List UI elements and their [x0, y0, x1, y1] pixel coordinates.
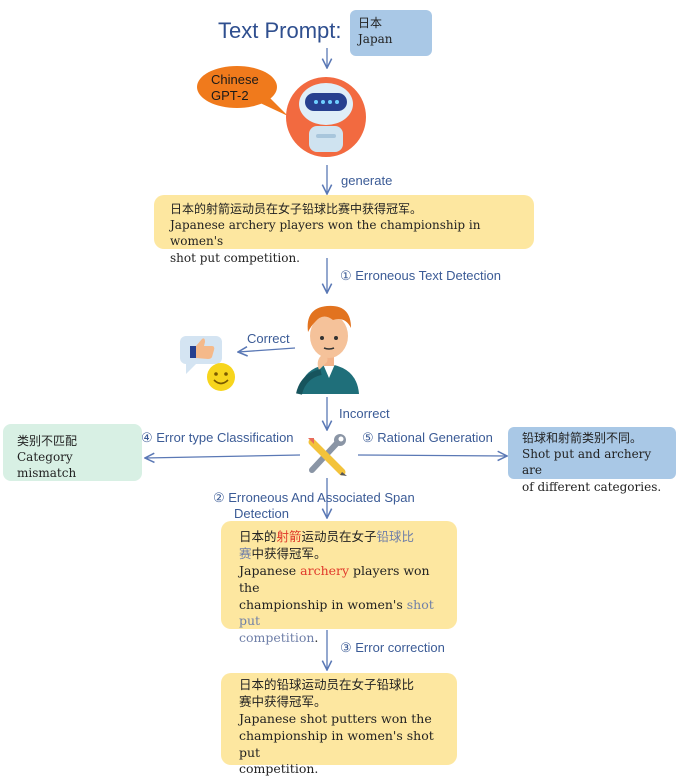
correct-label: Correct: [247, 331, 290, 346]
span-en-a: Japanese: [239, 562, 301, 578]
robot-icon: [286, 77, 366, 157]
prompt-en: Japan: [358, 32, 393, 47]
span-zh-associated-2: 赛: [239, 545, 252, 561]
step2-label: ② Erroneous And Associated Span Detectio…: [213, 490, 415, 521]
span-zh-error: 射箭: [276, 529, 302, 544]
span-zh-line2: 赛中获得冠军。: [239, 546, 439, 563]
rationale-zh: 铅球和射箭类别不同。: [522, 431, 643, 445]
span-detection-box: 日本的射箭运动员在女子铅球比 赛中获得冠军。 Japanese archery …: [221, 521, 457, 645]
step2-line1: ② Erroneous And Associated Span: [213, 490, 415, 505]
text-prompt-title: Text Prompt:: [218, 18, 342, 43]
prompt-box: 日本 Japan: [350, 10, 432, 56]
span-en-error: archery: [300, 562, 350, 578]
step3-label: ③ Error correction: [340, 640, 445, 655]
classification-zh: 类别不匹配: [17, 434, 78, 448]
incorrect-label: Incorrect: [339, 406, 390, 421]
bubble-line2: GPT-2: [211, 87, 249, 103]
bubble-line1: Chinese: [211, 72, 259, 87]
prompt-zh: 日本: [358, 16, 383, 30]
span-zh-b: 运动员在女子: [301, 529, 377, 544]
arrow-classification: [145, 455, 301, 458]
arrow-rationale: [357, 455, 507, 456]
step5-label: ⑤ Rational Generation: [362, 430, 493, 445]
rationale-box: 铅球和射箭类别不同。 Shot put and archery are of d…: [508, 427, 676, 494]
span-zh-c: 中获得冠军。: [251, 545, 327, 561]
tools-icon: [308, 434, 347, 476]
span-en-associated-2: competition: [239, 630, 315, 646]
generated-en-line2: shot put competition.: [170, 250, 300, 265]
person-thinking-icon: [296, 305, 359, 395]
step2-line2: Detection: [234, 505, 289, 521]
step4-label: ④ Error type Classification: [141, 430, 294, 445]
span-en-line2-text: championship in women's: [239, 596, 407, 612]
span-zh-line1: 日本的射箭运动员在女子铅球比: [239, 529, 439, 546]
corrected-en-line2: championship in women's shot put: [239, 727, 434, 760]
corrected-zh-line2: 赛中获得冠军。: [239, 693, 327, 709]
corrected-en-line1: Japanese shot putters won the: [239, 710, 432, 726]
span-en-line2: championship in women's shot put: [239, 597, 439, 631]
span-en-end: .: [314, 630, 319, 646]
span-en-line1: Japanese archery players won the: [239, 563, 439, 597]
step1-label: ① Erroneous Text Detection: [340, 268, 501, 283]
corrected-zh-line1: 日本的铅球运动员在女子铅球比: [239, 677, 415, 692]
corrected-box: 日本的铅球运动员在女子铅球比 赛中获得冠军。 Japanese shot put…: [221, 673, 457, 776]
arrow-correct: [238, 348, 296, 352]
classification-en: Category mismatch: [17, 450, 77, 481]
rationale-en-line2: of different categories.: [522, 479, 662, 494]
corrected-en-line3: competition.: [239, 761, 319, 777]
rationale-en-line1: Shot put and archery are: [522, 447, 652, 478]
span-en-b: players won the: [239, 562, 430, 595]
bubble-text: Chinese GPT-2: [211, 72, 259, 103]
generated-text-box: 日本的射箭运动员在女子铅球比赛中获得冠军。 Japanese archery p…: [154, 195, 534, 265]
speech-bubble: [197, 66, 288, 116]
span-zh-associated-1: 铅球比: [376, 529, 415, 544]
span-en-line3: competition.: [239, 630, 439, 647]
generate-label: generate: [341, 173, 393, 188]
thumbs-up-icon: [180, 336, 222, 374]
classification-box: 类别不匹配 Category mismatch: [3, 424, 142, 481]
smiley-icon: [207, 363, 235, 391]
generated-en-line1: Japanese archery players won the champio…: [170, 218, 481, 249]
span-en-associated-1: shot put: [239, 596, 434, 629]
span-zh-a: 日本的: [239, 529, 277, 544]
generated-zh: 日本的射箭运动员在女子铅球比赛中获得冠军。: [170, 202, 423, 216]
